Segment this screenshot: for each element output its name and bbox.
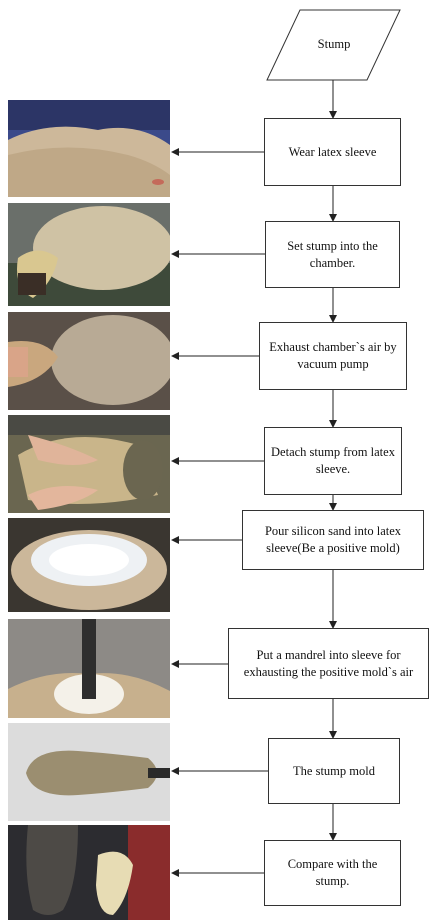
compare-photo bbox=[8, 825, 170, 920]
vacuum-photo bbox=[8, 312, 170, 410]
step-label-3: Exhaust chamber`s air by vacuum pump bbox=[266, 339, 400, 373]
latex-sleeve-photo bbox=[8, 100, 170, 197]
stump-mold-photo bbox=[8, 723, 170, 821]
step-box-1: Wear latex sleeve bbox=[264, 118, 401, 186]
step-label-1: Wear latex sleeve bbox=[289, 144, 377, 161]
step-box-6: Put a mandrel into sleeve for exhausting… bbox=[228, 628, 429, 699]
step-label-7: The stump mold bbox=[293, 763, 375, 780]
step-label-4: Detach stump from latex sleeve. bbox=[271, 444, 395, 478]
step-box-7: The stump mold bbox=[268, 738, 400, 804]
detach-photo bbox=[8, 415, 170, 513]
step-label-2: Set stump into the chamber. bbox=[272, 238, 393, 272]
silicon-sand-photo bbox=[8, 518, 170, 612]
start-label: Stump bbox=[300, 37, 368, 52]
step-box-8: Compare with the stump. bbox=[264, 840, 401, 906]
step-label-8: Compare with the stump. bbox=[271, 856, 394, 890]
step-box-2: Set stump into the chamber. bbox=[265, 221, 400, 288]
step-label-5: Pour silicon sand into latex sleeve(Be a… bbox=[249, 523, 417, 557]
step-label-6: Put a mandrel into sleeve for exhausting… bbox=[235, 647, 422, 681]
step-box-5: Pour silicon sand into latex sleeve(Be a… bbox=[242, 510, 424, 570]
step-box-4: Detach stump from latex sleeve. bbox=[264, 427, 402, 495]
chamber-photo bbox=[8, 203, 170, 306]
mandrel-photo bbox=[8, 619, 170, 718]
step-box-3: Exhaust chamber`s air by vacuum pump bbox=[259, 322, 407, 390]
